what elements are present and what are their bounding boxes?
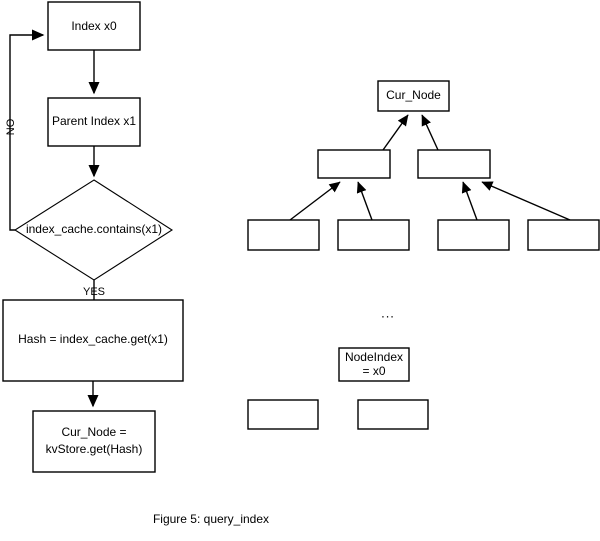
flow-node-curnode-assign-label-line2: kvStore.get(Hash) [46,442,143,456]
flow-node-cache-contains-decision-label: index_cache.contains(x1) [26,222,162,236]
tree-edge-level3-0-to-level2-0 [289,181,341,221]
flow-node-parent-index-x1-label: Parent Index x1 [52,114,136,128]
flow-edge-label-yes: YES [83,286,105,298]
tree-node-level3-2 [437,219,510,251]
flow-edge-label-no: NO [5,118,17,135]
flow-node-curnode-assign-label-line1: Cur_Node = [61,425,126,439]
tree-node-bottom-0 [247,399,319,430]
flow-node-hash-assign [2,299,184,382]
flow-node-index-x0-label: Index x0 [71,19,117,33]
tree-node-nodeindex [338,347,410,382]
tree-node-level2-0 [317,149,391,179]
tree-node-root-curnode [377,80,450,112]
flow-edge-no-loopback [9,29,45,231]
tree-ellipsis: ... [381,305,395,320]
tree-edge-level2-0-to-root [382,114,409,151]
tree-edge-level3-2-to-level2-1 [461,181,478,221]
flow-node-curnode-assign [32,410,156,473]
figure-caption: Figure 5: query_index [153,512,269,526]
tree-node-level3-0 [247,219,320,251]
flow-node-hash-assign-label: Hash = index_cache.get(x1) [18,332,168,346]
tree-edge-level3-3-to-level2-1 [481,181,571,221]
tree-node-level3-1 [337,219,410,251]
flow-node-parent-index-x1 [47,97,141,147]
tree-node-level2-1 [417,149,491,179]
tree-node-nodeindex-label-line1: NodeIndex [345,350,403,364]
tree-node-level3-3 [527,219,600,251]
tree-node-nodeindex-label-line2: = x0 [362,364,385,378]
tree-node-root-curnode-label: Cur_Node [386,88,441,102]
tree-node-bottom-1 [357,399,429,430]
tree-edge-level2-1-to-root [421,114,439,151]
tree-edge-level3-1-to-level2-0 [356,181,373,221]
